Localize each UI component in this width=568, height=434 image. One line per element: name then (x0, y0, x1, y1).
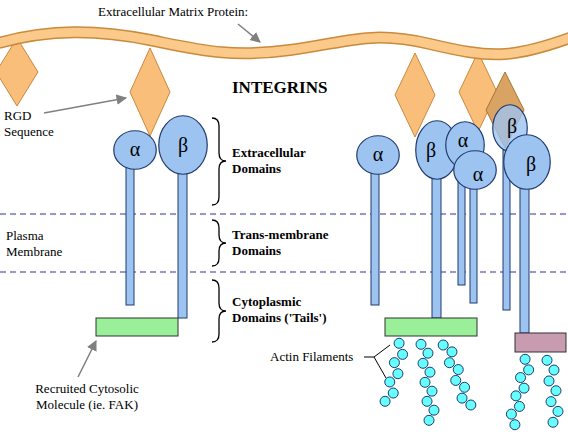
bracket (212, 220, 226, 266)
pointer-arrow (78, 341, 96, 377)
subunit-ellipse (504, 135, 551, 190)
membrane-line (0, 213, 568, 214)
leader-line (364, 345, 390, 378)
actin-bead (398, 349, 408, 359)
rgd-diamond (0, 38, 38, 106)
subunit-label: β (526, 153, 536, 175)
membrane-line (0, 271, 568, 272)
domain-label: Trans-membrane Domains (232, 227, 348, 258)
actin-bead (389, 358, 399, 368)
structure-label: Recruited Cytosolic Molecule (ie. FAK) (20, 381, 154, 412)
integrin-stalk (520, 185, 529, 333)
actin-bead (418, 358, 428, 368)
cytosolic-molecule (515, 333, 566, 352)
subunit-ellipse (357, 136, 400, 175)
actin-bead (423, 348, 433, 358)
matrix-protein-outline (0, 32, 568, 54)
integrin-stalk (126, 165, 134, 305)
actin-bead (548, 417, 558, 427)
actin-bead (416, 339, 426, 349)
actin-bead (519, 383, 529, 393)
pointer-arrow (44, 98, 126, 113)
actin-bead (425, 367, 435, 377)
integrin-stalk (371, 170, 379, 305)
subunit-label: α (373, 143, 383, 165)
subunit-label: α (130, 138, 140, 160)
actin-bead (551, 386, 561, 396)
actin-bead (524, 365, 534, 375)
integrin-subunit: α (453, 150, 497, 190)
pointer-arrow (238, 24, 260, 42)
actin-bead (429, 405, 439, 415)
integrin-subunit: β (158, 115, 208, 175)
actin-bead (380, 396, 390, 406)
actin-bead (549, 365, 559, 375)
actin-bead (453, 365, 463, 375)
integrin-stalk (178, 170, 187, 318)
actin-bead (388, 388, 398, 398)
actin-bead (520, 354, 530, 364)
subunit-label: β (507, 115, 517, 137)
actin-bead (422, 396, 432, 406)
matrix-protein (0, 32, 568, 54)
actin-bead (510, 420, 520, 430)
integrin-subunit: β (503, 134, 551, 190)
actin-bead (420, 377, 430, 387)
actin-bead (444, 358, 454, 368)
actin-bead (460, 382, 470, 392)
cytosolic-molecule (96, 318, 178, 336)
rgd-diamond (130, 48, 170, 136)
subunit-label: β (178, 134, 188, 156)
actin-bead (466, 400, 476, 410)
subunit-label: α (473, 163, 483, 185)
actin-bead (385, 377, 395, 387)
cytosolic-molecule (385, 318, 477, 336)
integrin-stalk (470, 185, 477, 303)
integrin-subunit: α (113, 130, 157, 170)
structure-label: RGD Sequence (4, 108, 60, 139)
bracket (212, 118, 226, 205)
actin-bead (427, 386, 437, 396)
subunit-ellipse (454, 151, 497, 190)
actin-bead (506, 409, 516, 419)
actin-bead (553, 406, 563, 416)
actin-bead (393, 369, 403, 379)
actin-bead (424, 415, 434, 425)
structure-label: Plasma Membrane (6, 228, 81, 259)
actin-bead (544, 376, 554, 386)
integrin-subunit: α (356, 135, 400, 175)
actin-bead (511, 391, 521, 401)
domain-label: Extracellular Domains (232, 145, 348, 176)
subunit-ellipse (159, 116, 208, 175)
structure-label: Extracellular Matrix Protein: (98, 4, 298, 20)
actin-bead (438, 340, 448, 350)
domain-label: Cytoplasmic Domains ('Tails') (232, 294, 348, 325)
actin-bead (514, 401, 524, 411)
actin-bead (546, 397, 556, 407)
bracket (212, 280, 226, 342)
actin-filaments (380, 338, 563, 429)
structure-label: Actin Filaments (270, 349, 370, 365)
actin-bead (457, 393, 467, 403)
actin-bead (394, 338, 404, 348)
subunit-label: α (458, 129, 468, 151)
actin-bead (542, 355, 552, 365)
subunit-label: β (426, 139, 436, 161)
subunit-ellipse (114, 131, 157, 170)
actin-bead (451, 375, 461, 385)
actin-bead (516, 373, 526, 383)
diagram-title: INTEGRINS (232, 78, 327, 98)
integrin-stalk (432, 175, 441, 318)
actin-bead (447, 347, 457, 357)
